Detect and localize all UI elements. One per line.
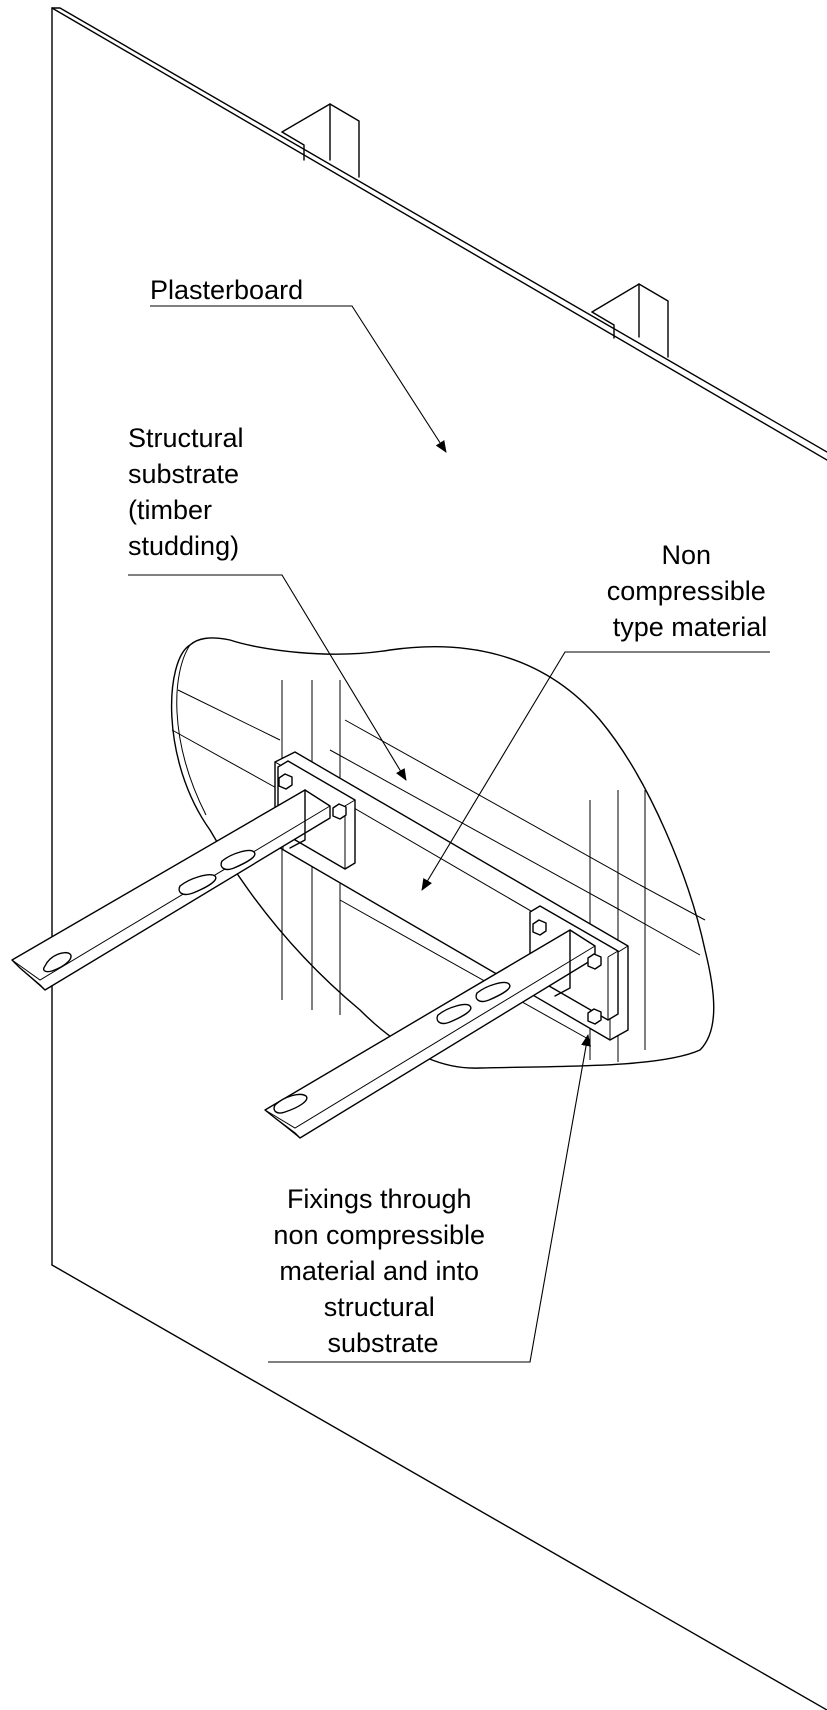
leader-plasterboard bbox=[150, 305, 447, 453]
timber-stud-top-left bbox=[281, 103, 360, 178]
slot-right-1 bbox=[273, 1093, 308, 1114]
label-line: structural bbox=[324, 1292, 435, 1322]
label-line: non compressible bbox=[273, 1220, 485, 1250]
label-substrate: Structural substrate (timber studding) bbox=[128, 423, 251, 561]
label-line: substrate bbox=[327, 1328, 438, 1358]
leader-non-compressible bbox=[421, 651, 770, 891]
bolt-icon bbox=[332, 803, 347, 820]
label-non-compressible: Non compressible type material bbox=[607, 540, 774, 642]
label-line: studding) bbox=[128, 531, 239, 561]
label-plasterboard: Plasterboard bbox=[150, 275, 303, 305]
label-line: substrate bbox=[128, 459, 239, 489]
label-line: Non bbox=[661, 540, 711, 570]
plasterboard-panel bbox=[51, 7, 827, 1710]
timber-stud-top-right bbox=[591, 283, 669, 358]
slot-right-2 bbox=[436, 1003, 472, 1025]
label-fixings: Fixings through non compressible materia… bbox=[273, 1184, 492, 1358]
label-line: Structural bbox=[128, 423, 244, 453]
bracket-arm-left bbox=[11, 773, 347, 991]
label-line: Plasterboard bbox=[150, 275, 303, 305]
label-line: type material bbox=[613, 612, 768, 642]
bolt-icon bbox=[532, 919, 547, 936]
slot-left-3 bbox=[220, 849, 256, 871]
bolt-icon bbox=[587, 1008, 602, 1025]
label-line: (timber bbox=[128, 495, 212, 525]
label-line: material and into bbox=[279, 1256, 479, 1286]
label-line: Fixings through bbox=[287, 1184, 472, 1214]
slot-right-3 bbox=[475, 981, 511, 1003]
leader-substrate bbox=[128, 574, 407, 781]
bracket-arm-right bbox=[264, 919, 602, 1139]
bolt-icon bbox=[278, 773, 293, 790]
slot-left-1 bbox=[43, 951, 72, 973]
label-line: compressible bbox=[607, 576, 766, 606]
slot-left-2 bbox=[178, 874, 217, 896]
bolt-icon bbox=[587, 953, 602, 970]
leader-fixings bbox=[268, 1034, 592, 1363]
